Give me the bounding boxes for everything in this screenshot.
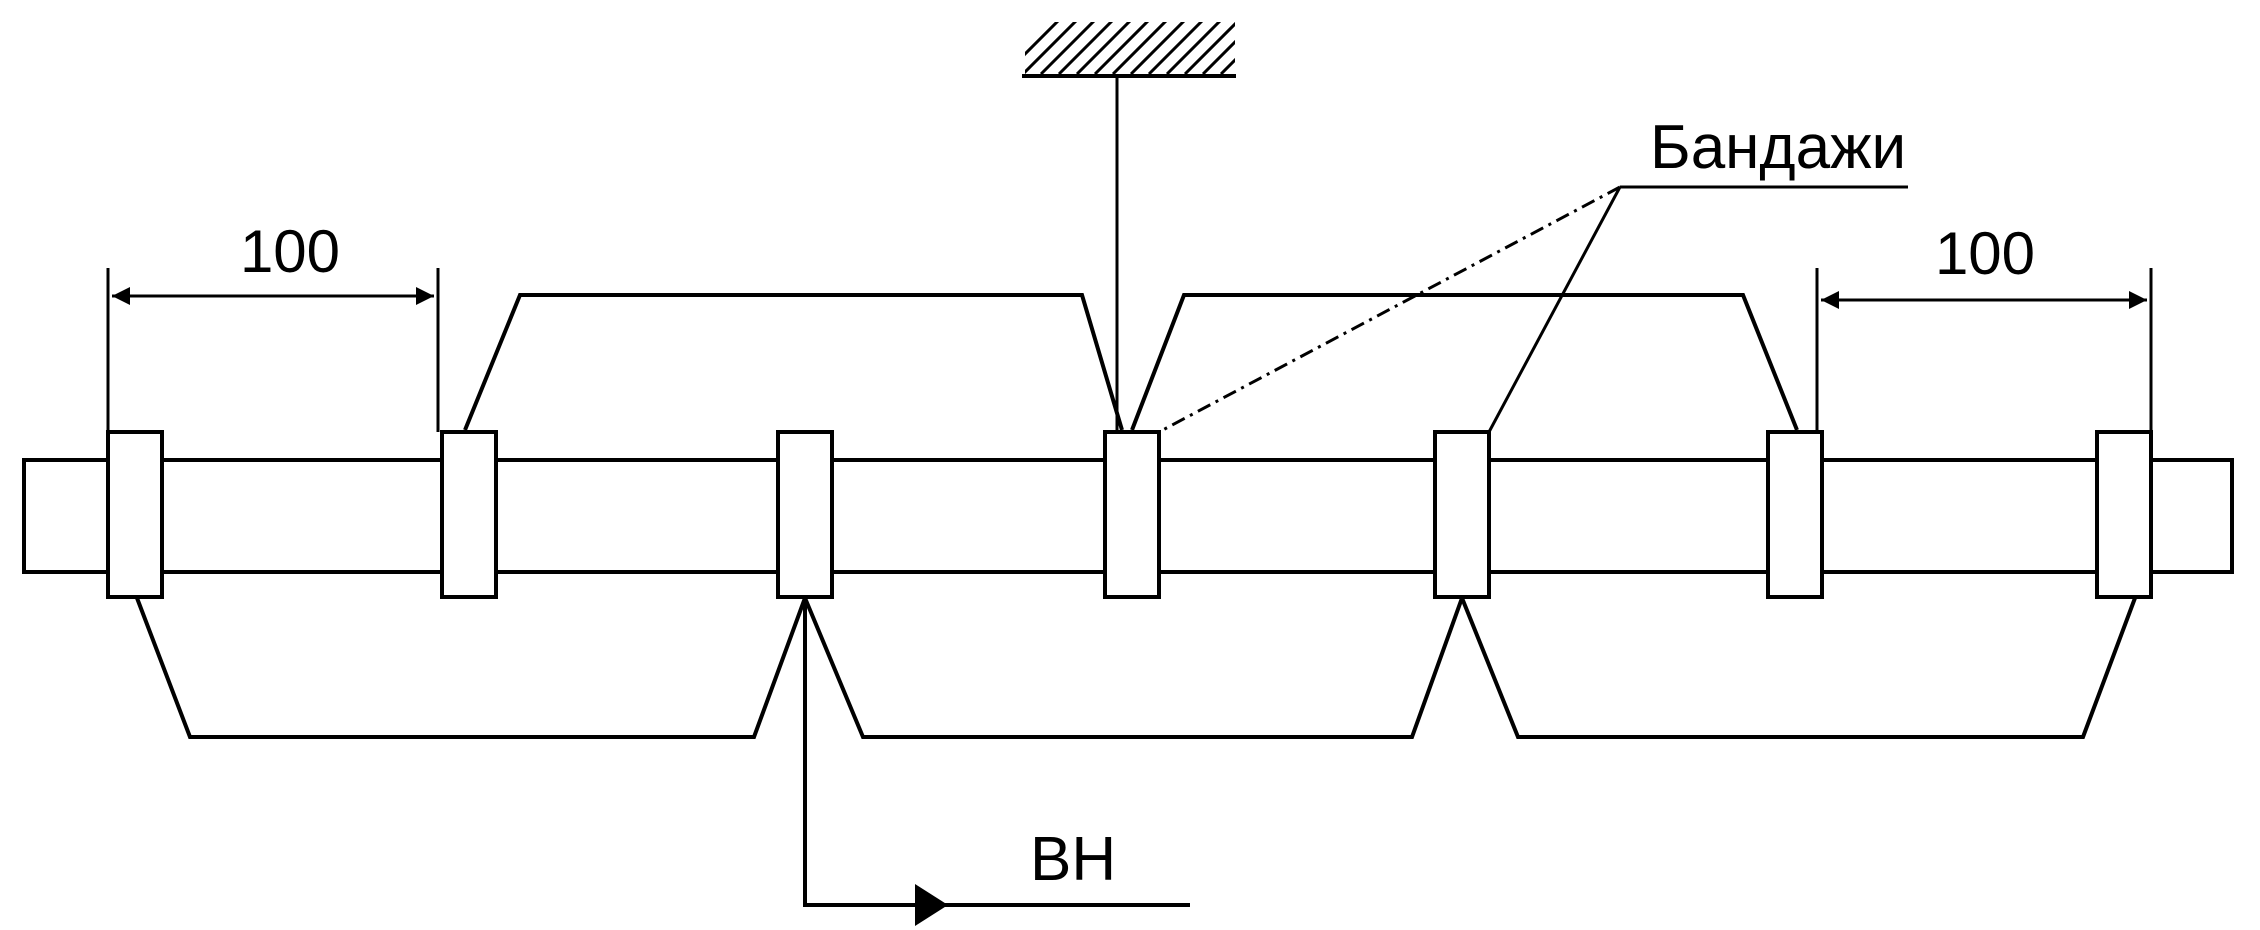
bandage-2: [440, 430, 498, 599]
bandages: [106, 430, 2153, 599]
bandage-5: [1433, 430, 1491, 599]
bandage-6: [1766, 430, 1824, 599]
bandages-leaders: [1158, 185, 1908, 434]
bandage-7: [2095, 430, 2153, 599]
dimension-right-label: 100: [1935, 220, 2035, 287]
dimension-left: [106, 268, 440, 432]
bandage-3: [776, 430, 834, 599]
bandages-label: Бандажи: [1650, 113, 1906, 182]
ground-support: [1022, 22, 1236, 430]
bandage-4: [1103, 430, 1161, 599]
bandage-1: [106, 430, 164, 599]
dimension-left-label: 100: [240, 218, 340, 285]
dimension-right: [1815, 268, 2153, 432]
upper-wire-loops: [463, 293, 1799, 431]
lower-wire-loops: [135, 597, 2137, 739]
hv-lead-label: ВН: [1030, 825, 1116, 894]
hv-arrow-icon: [915, 884, 948, 926]
hv-lead: [803, 598, 1190, 907]
